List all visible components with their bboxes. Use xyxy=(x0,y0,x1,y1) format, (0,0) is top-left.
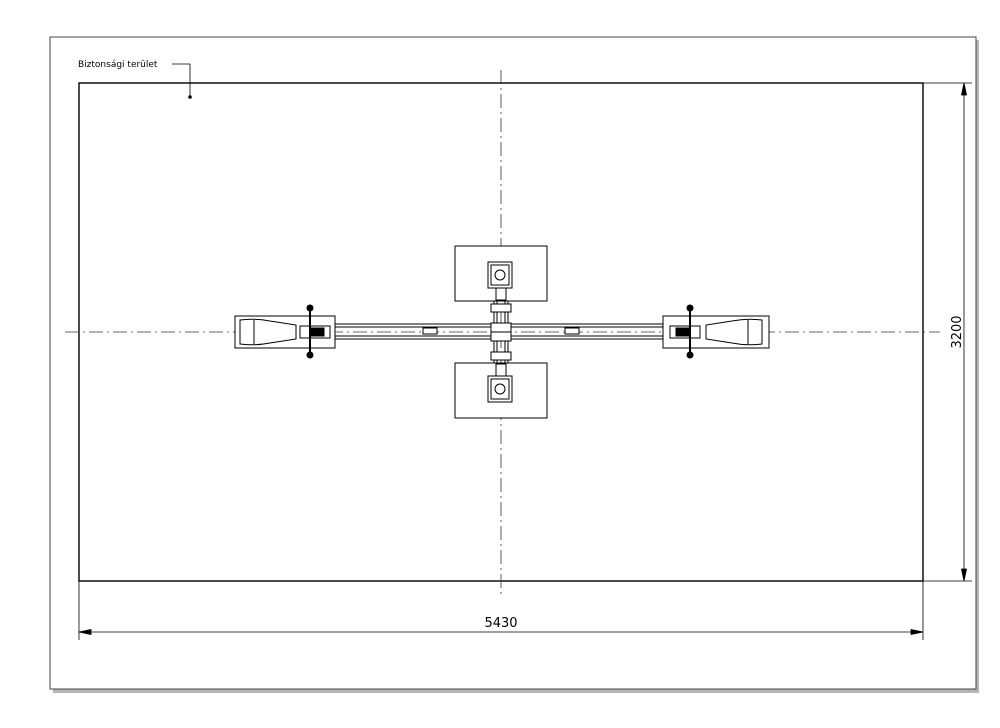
area-label: Biztonsági terület xyxy=(78,60,158,70)
top-lift-pad xyxy=(454,245,548,302)
bottom-lift-pad xyxy=(454,362,548,419)
height-dimension-label: 3200 xyxy=(950,315,965,348)
width-dimension-label: 5430 xyxy=(484,616,517,631)
height-dimension xyxy=(923,82,972,582)
left-end-pad xyxy=(234,304,336,359)
area-label-leader xyxy=(172,63,192,99)
right-end-pad xyxy=(662,304,770,359)
width-dimension xyxy=(78,581,924,640)
